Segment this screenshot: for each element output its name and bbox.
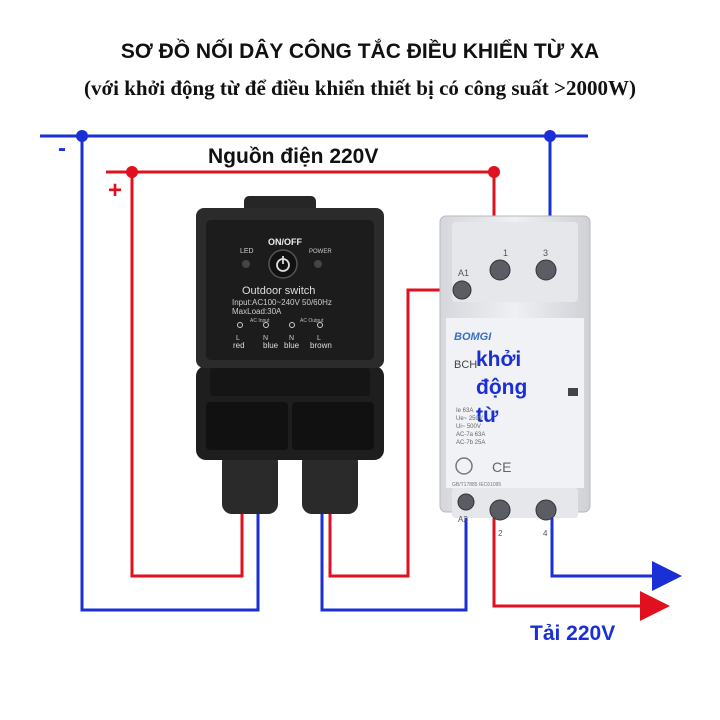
minus-sign: - [58,135,66,162]
terminal-3-screw [535,259,557,281]
cable-gland-right [302,452,358,514]
power-indicator-label: POWER [309,249,332,255]
ac-input-label: AC Input [250,318,270,324]
terminal-a2-screw [457,493,475,511]
contactor-spec-2: Ue~ 250V [456,416,483,422]
switch-bottom-panel-right [292,402,374,450]
terminal-symbol [317,322,323,328]
junction-dots [76,130,556,178]
junction-dot [76,130,88,142]
contactor-indicator-window [568,388,578,396]
outdoor-switch: LED POWER ON/OFF Outdoor switch Input:AC… [196,196,384,514]
terminal-3-label: 3 [543,248,548,258]
terminal-n2: N [289,335,294,342]
onoff-label: ON/OFF [268,237,302,247]
terminal-l2: L [317,335,321,342]
cert-mark-icon [455,457,473,475]
terminal-symbol [263,322,269,328]
contactor: 1 3 A1 BOMGI BCH khởi động từ Ie 63A Ue~… [439,215,591,538]
terminal-l1: L [236,335,240,342]
switch-face [206,220,374,360]
contactor-label-line3: từ [476,404,499,427]
junction-dot [544,130,556,142]
contactor-brand: BOMGI [454,331,492,343]
power-indicator [314,260,322,268]
terminal-1-label: 1 [503,248,508,258]
contactor-spec-3: Ui~ 500V [456,424,481,430]
terminal-1-screw [489,259,511,281]
contactor-label-line1: khởi [476,348,521,371]
load-live-wire [492,512,670,621]
contactor-spec-4: AC-7a 63A [456,432,485,438]
contactor-label-line2: động [476,376,527,399]
terminal-a1-screw [452,280,472,300]
ac-output-label: AC Output [300,318,324,324]
terminal-symbol [289,322,295,328]
wire-color-blue2: blue [284,341,300,350]
switch-to-a2-wire [320,510,468,612]
wire-color-brown: brown [310,341,332,350]
load-neutral-wire [550,512,682,591]
ce-mark: CE [492,459,511,475]
switch-name: Outdoor switch [242,285,315,297]
power-label: Nguồn điện 220V [208,145,378,168]
contactor-spec-1: Ie 63A [456,408,473,414]
load-label: Tải 220V [530,622,615,645]
live-feed-wire [130,172,244,578]
terminal-2-screw [489,499,511,521]
terminal-2-label: 2 [498,529,503,538]
junction-dot [126,166,138,178]
wire-color-red: red [233,341,245,350]
terminal-a2-label: A2 [458,515,468,524]
junction-dot [488,166,500,178]
contactor-label-panel [446,318,584,488]
cable-gland-left [222,452,278,514]
led-label: LED [240,248,254,255]
terminal-n1: N [263,335,268,342]
contactor-model: BCH [454,359,477,371]
contactor-spec-5: AC-7b 25A [456,440,485,446]
diagram-subtitle: (với khởi động từ để điều khiển thiết bị… [84,76,636,100]
switch-input-spec: Input:AC100~240V 50/60Hz [232,298,332,307]
neutral-feed-wire [80,136,260,612]
terminal-4-label: 4 [543,529,548,538]
terminal-4-screw [535,499,557,521]
switch-max-load: MaxLoad:30A [232,307,282,316]
wire-color-blue1: blue [263,341,279,350]
terminal-symbol [237,322,243,328]
terminal-a1-label: A1 [458,268,469,278]
plus-sign: + [108,177,122,204]
diagram-title: SƠ ĐỒ NỐI DÂY CÔNG TẮC ĐIỀU KHIỂN TỪ XA [120,40,600,63]
contactor-standard: GB/T17885 IEC61095 [452,482,501,488]
led-indicator [242,260,250,268]
switch-to-a1-wire [328,288,462,578]
contactor-top-block [452,222,578,302]
switch-bottom-strip [210,368,370,396]
switch-bottom-panel-left [206,402,288,450]
